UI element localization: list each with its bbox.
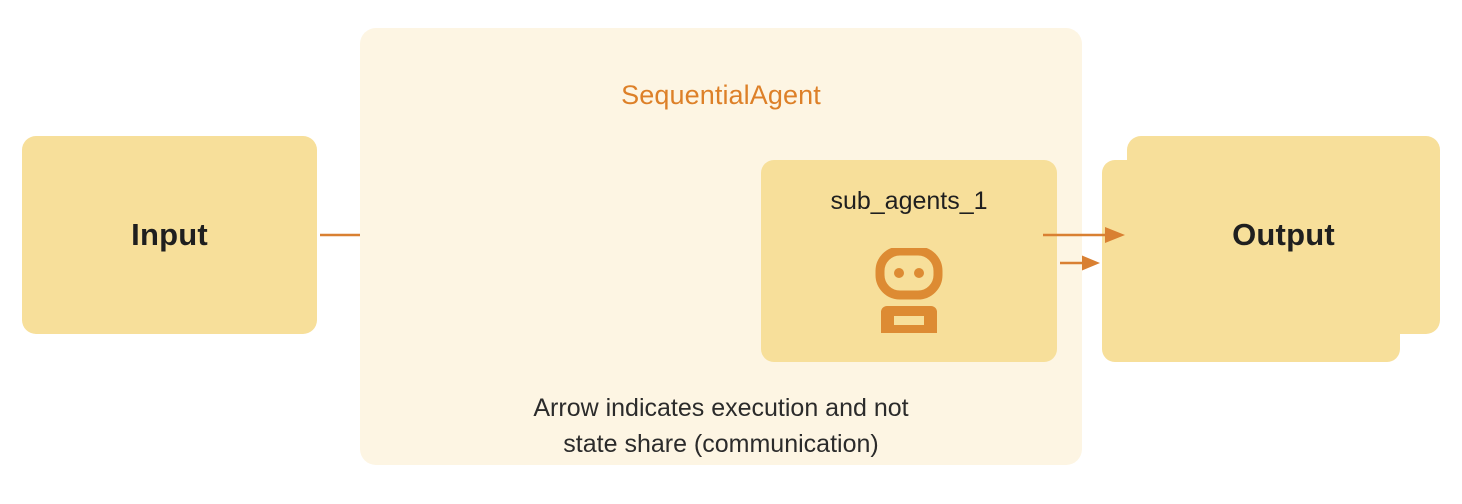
input-node: Input bbox=[22, 136, 317, 334]
execution-note-caption: Arrow indicates execution and not state … bbox=[360, 390, 1082, 462]
output-node: Output bbox=[1127, 136, 1440, 334]
caption-line-2: state share (communication) bbox=[563, 430, 879, 458]
agent-node-label: sub_agents_1 bbox=[830, 187, 988, 215]
sequential-agent-container: SequentialAgent sub_agents_1 bbox=[360, 28, 1400, 465]
robot-icon bbox=[874, 246, 944, 336]
caption-line-1: Arrow indicates execution and not bbox=[533, 394, 909, 422]
output-node-label: Output bbox=[1232, 217, 1335, 252]
sequential-agent-title: SequentialAgent bbox=[621, 80, 821, 110]
agent-node-sub-agents-1[interactable]: sub_agents_1 bbox=[761, 160, 1057, 362]
input-node-label: Input bbox=[131, 217, 208, 252]
arrow-agent-2-to-output bbox=[1043, 223, 1125, 247]
arrow-agent-1-to-agent-2 bbox=[1060, 251, 1100, 275]
